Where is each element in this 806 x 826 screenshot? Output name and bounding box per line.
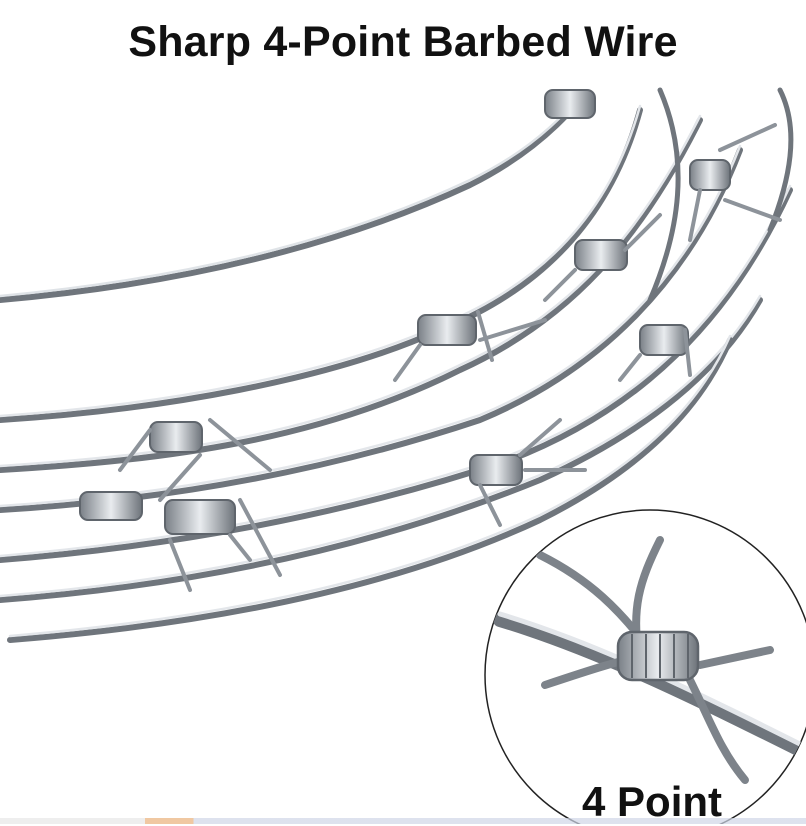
barb-prong xyxy=(393,310,547,382)
barb-prong xyxy=(618,328,692,382)
barb-prong xyxy=(543,213,662,302)
barb-coil xyxy=(469,454,523,486)
wire-strand xyxy=(0,97,583,303)
barb-coil xyxy=(639,324,689,356)
barb-coil xyxy=(544,89,596,119)
wire-strand xyxy=(0,297,763,603)
wire-strand xyxy=(647,87,681,303)
zoom-inset xyxy=(484,509,806,824)
wire-strand xyxy=(0,107,643,423)
barb-prong xyxy=(118,418,272,502)
barb-coil xyxy=(164,499,236,535)
barb-prong xyxy=(168,498,282,592)
barb-coil xyxy=(574,239,628,271)
barb-coil xyxy=(79,491,143,521)
wire-strand xyxy=(0,94,582,298)
wire-strand xyxy=(8,334,732,638)
barbs xyxy=(79,89,782,592)
barb-coil xyxy=(689,159,731,191)
image-title: Sharp 4-Point Barbed Wire xyxy=(128,18,678,66)
wire-strand xyxy=(0,114,702,468)
wire-strand xyxy=(0,144,742,508)
wire-strand xyxy=(767,87,794,233)
wire-strand xyxy=(7,337,733,643)
inset-coil xyxy=(616,630,700,682)
barb-prong xyxy=(688,123,782,242)
barb-coil xyxy=(417,314,477,346)
bottom-strip xyxy=(0,818,806,824)
wire-strand xyxy=(0,294,762,598)
wire-strand xyxy=(0,117,703,473)
inset-prong xyxy=(696,646,774,669)
barb-coil xyxy=(149,421,203,453)
inset-prong xyxy=(686,676,749,784)
barb-prong xyxy=(478,418,587,527)
inset-label: 4 Point xyxy=(582,778,723,825)
wire-strand xyxy=(0,147,743,513)
